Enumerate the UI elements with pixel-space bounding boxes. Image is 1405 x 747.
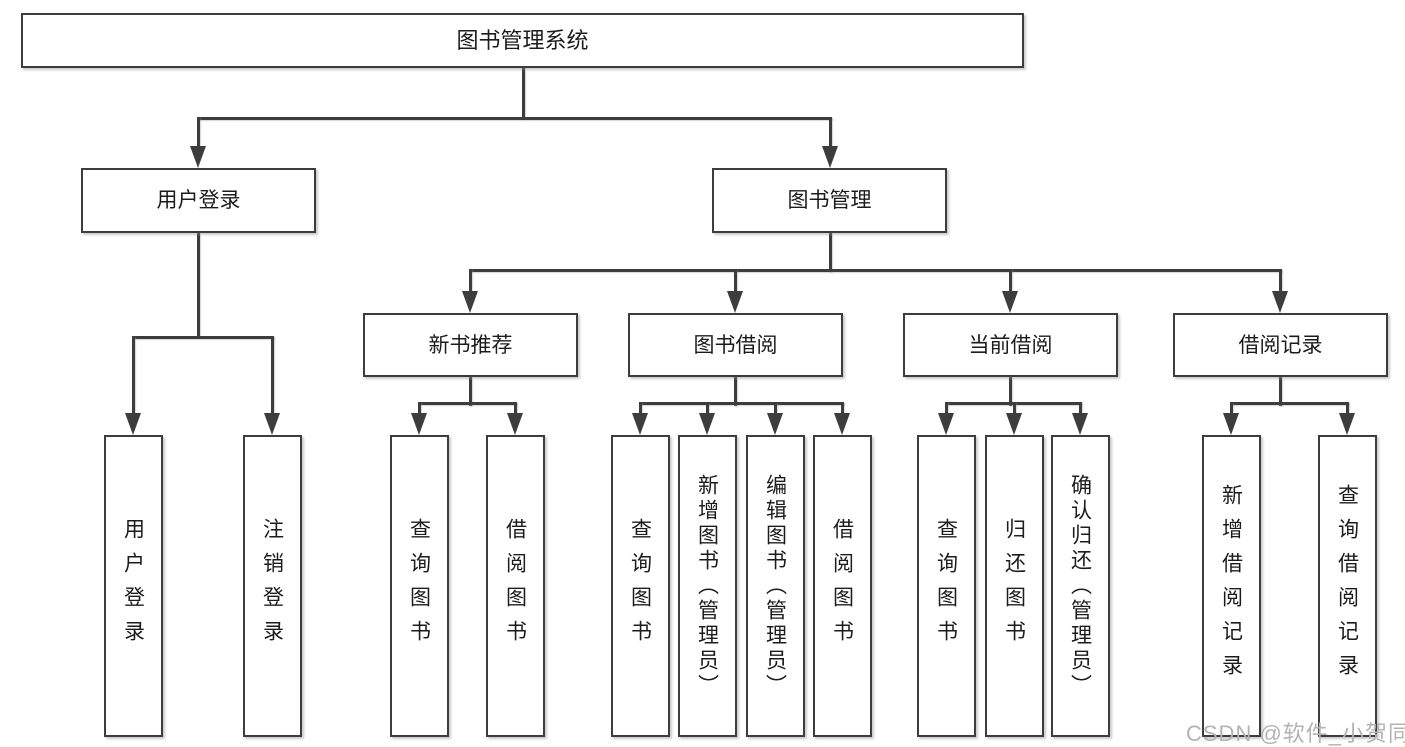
arrow-down-icon (264, 413, 280, 435)
arrow-down-icon (1272, 291, 1288, 313)
connector-vline (1229, 401, 1233, 419)
arrow-down-icon (834, 413, 850, 435)
connector-vline (828, 233, 832, 272)
connector-vline (733, 377, 737, 406)
node-query-books-borrowing: 查询图书 (610, 435, 670, 737)
node-user-login-branch-label: 用户登录 (156, 189, 241, 212)
node-new-book-recommendation-label: 新书推荐 (428, 333, 513, 357)
connector-vline (773, 401, 777, 419)
arrow-down-icon (1002, 291, 1018, 313)
node-book-management-branch: 图书管理 (712, 168, 947, 233)
node-return-books: 归还图书 (984, 435, 1044, 737)
arrow-down-icon (632, 413, 648, 435)
node-confirm-return-admin-label: 确认归还（管理员） (1068, 473, 1092, 699)
connector-vline (1008, 268, 1012, 296)
node-add-book-admin: 新增图书（管理员） (677, 435, 737, 737)
arrow-down-icon (190, 146, 206, 168)
node-query-books-recommend: 查询图书 (389, 435, 449, 737)
arrow-down-icon (462, 291, 478, 313)
node-borrow-books: 借阅图书 (812, 435, 872, 737)
connector-hline (131, 335, 274, 339)
connector-vline (270, 335, 274, 418)
node-borrowing-records-label: 借阅记录 (1238, 333, 1323, 357)
connector-vline (1078, 401, 1082, 419)
connector-vline (944, 401, 948, 419)
arrow-down-icon (507, 413, 523, 435)
arrow-down-icon (1006, 413, 1022, 435)
node-borrow-books-label: 借阅图书 (830, 518, 854, 654)
arrow-down-icon (1339, 413, 1355, 435)
connector-vline (196, 233, 200, 338)
node-add-borrow-record-label: 新增借阅记录 (1219, 484, 1243, 688)
node-query-books-recommend-label: 查询图书 (407, 518, 431, 654)
connector-vline (705, 401, 709, 419)
node-logout-label: 注销登录 (260, 518, 284, 654)
node-user-login: 用户登录 (103, 435, 163, 737)
arrow-down-icon (1072, 413, 1088, 435)
node-book-borrowing: 图书借阅 (628, 313, 843, 377)
connector-vline (1012, 401, 1016, 419)
arrow-down-icon (411, 413, 427, 435)
node-logout: 注销登录 (242, 435, 302, 737)
arrow-down-icon (1223, 413, 1239, 435)
arrow-down-icon (938, 413, 954, 435)
arrow-down-icon (822, 146, 838, 168)
node-add-borrow-record: 新增借阅记录 (1201, 435, 1261, 737)
connector-vline (468, 377, 472, 406)
connector-hline (417, 401, 517, 405)
arrow-down-icon (699, 413, 715, 435)
node-query-books-current-label: 查询图书 (934, 518, 958, 654)
node-borrowing-records: 借阅记录 (1173, 313, 1388, 377)
node-edit-book-admin-label: 编辑图书（管理员） (763, 473, 787, 699)
connector-hline (1229, 401, 1349, 405)
connector-vline (733, 268, 737, 296)
connector-hline (468, 268, 1282, 272)
connector-vline (1278, 377, 1282, 406)
connector-vline (417, 401, 421, 419)
connector-vline (828, 116, 832, 150)
connector-vline (468, 268, 472, 296)
node-query-books-current: 查询图书 (916, 435, 976, 737)
csdn-watermark: CSDN @软件_小贺同学 (1186, 721, 1405, 746)
connector-vline (1345, 401, 1349, 419)
node-query-books-borrowing-label: 查询图书 (628, 518, 652, 654)
arrow-down-icon (125, 413, 141, 435)
connector-vline (521, 66, 525, 119)
connector-hline (638, 401, 844, 405)
connector-vline (196, 116, 200, 150)
connector-vline (1008, 377, 1012, 406)
node-user-login-label: 用户登录 (121, 518, 145, 654)
node-new-book-recommendation: 新书推荐 (363, 313, 578, 377)
arrow-down-icon (767, 413, 783, 435)
node-book-management-branch-label: 图书管理 (787, 189, 872, 212)
node-query-borrow-record-label: 查询借阅记录 (1335, 484, 1359, 688)
node-query-borrow-record: 查询借阅记录 (1317, 435, 1377, 737)
node-borrow-books-recommend: 借阅图书 (485, 435, 545, 737)
connector-vline (638, 401, 642, 419)
node-current-borrowing-label: 当前借阅 (968, 333, 1053, 357)
node-library-management-system-label: 图书管理系统 (456, 27, 589, 53)
node-book-borrowing-label: 图书借阅 (693, 333, 778, 357)
connector-hline (196, 116, 832, 120)
connector-vline (840, 401, 844, 419)
node-return-books-label: 归还图书 (1002, 518, 1026, 654)
arrow-down-icon (727, 291, 743, 313)
node-edit-book-admin: 编辑图书（管理员） (745, 435, 805, 737)
node-user-login-branch: 用户登录 (81, 168, 316, 233)
node-library-management-system: 图书管理系统 (21, 13, 1024, 68)
node-add-book-admin-label: 新增图书（管理员） (695, 473, 719, 699)
connector-vline (1278, 268, 1282, 296)
node-confirm-return-admin: 确认归还（管理员） (1050, 435, 1110, 737)
connector-vline (513, 401, 517, 419)
node-current-borrowing: 当前借阅 (903, 313, 1118, 377)
connector-vline (131, 335, 135, 418)
node-borrow-books-recommend-label: 借阅图书 (503, 518, 527, 654)
